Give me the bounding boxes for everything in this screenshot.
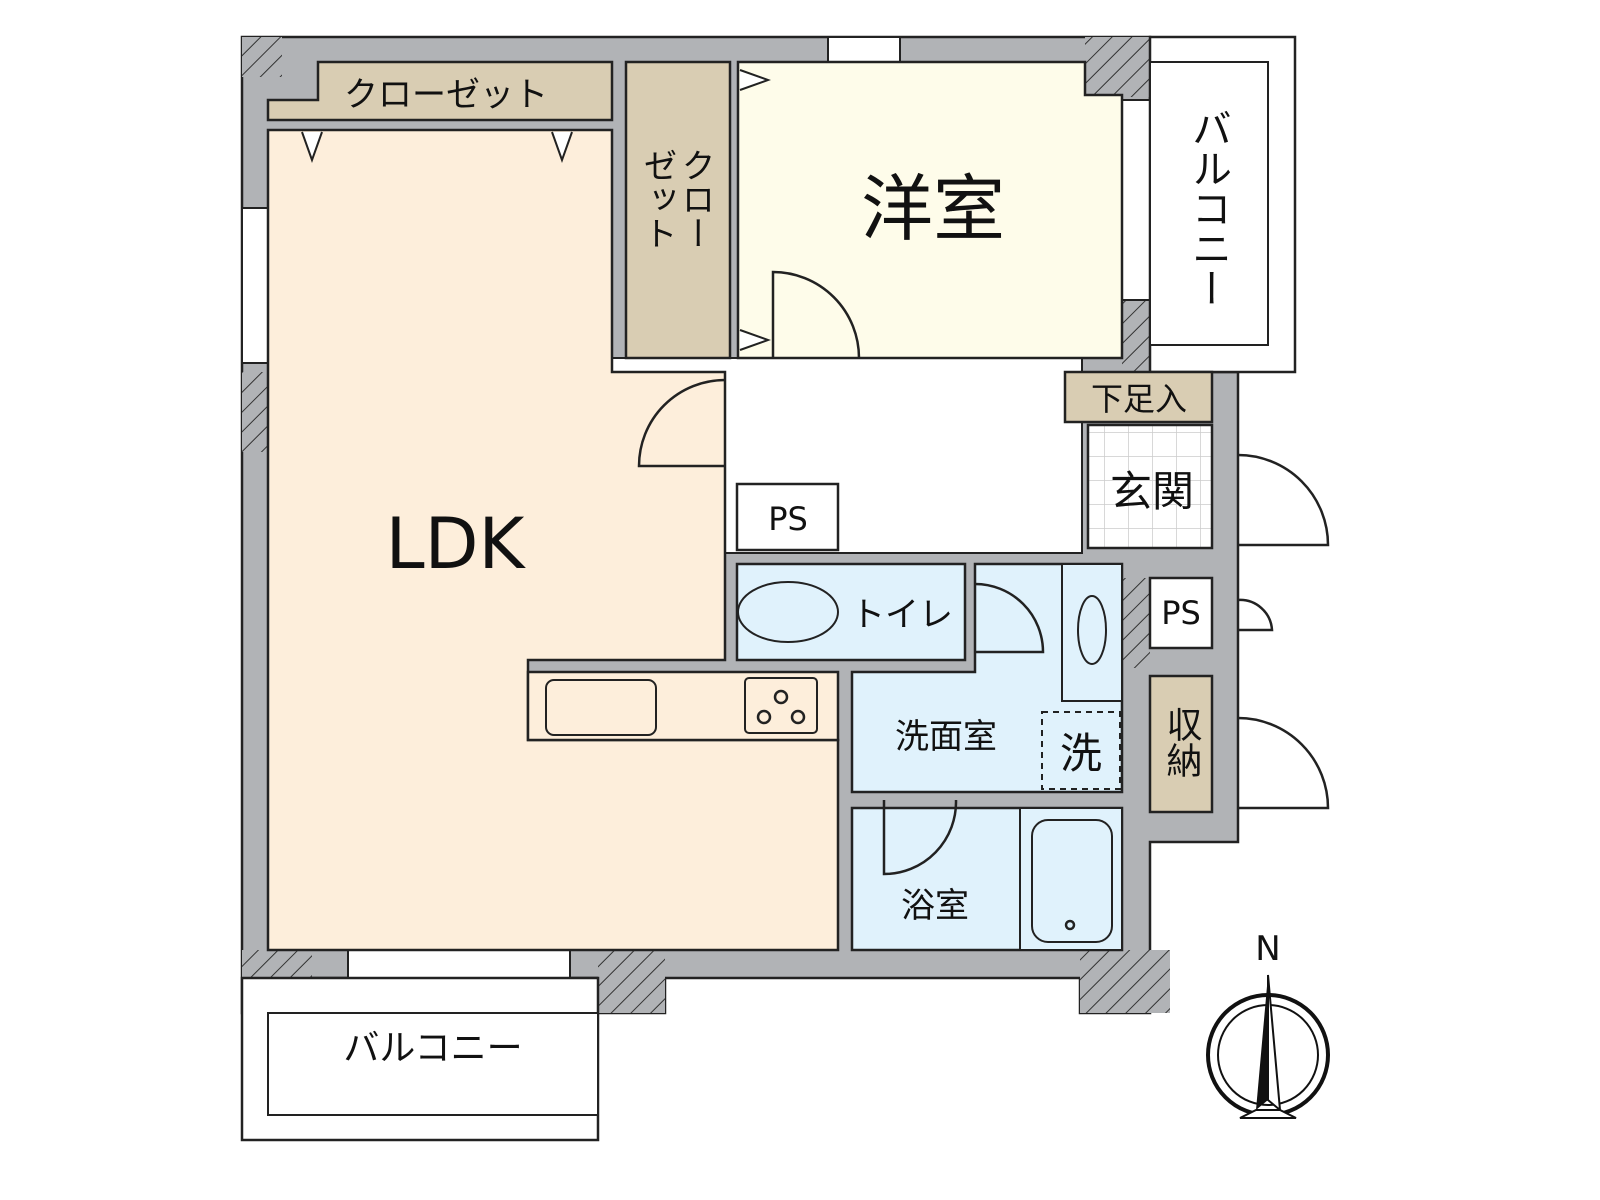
bathtub <box>1019 807 1123 951</box>
label-storage: 収納 <box>1161 706 1202 778</box>
label-entrance: 玄関 <box>1110 467 1194 516</box>
window-bottom <box>347 949 571 979</box>
door-entrance[interactable] <box>1237 453 1330 547</box>
compass-north-label: N <box>1255 929 1280 969</box>
label-western-room: 洋室 <box>861 167 1005 251</box>
washer-space <box>1041 711 1121 790</box>
basin-icon <box>1077 595 1107 665</box>
room-ldk <box>266 128 840 952</box>
toilet-bowl-icon <box>737 581 839 643</box>
wall-hatch <box>1122 578 1150 668</box>
balcony-right-inner <box>1149 61 1269 346</box>
label-closet-top: クローゼット <box>344 75 548 115</box>
sink-icon <box>545 679 657 736</box>
window-right <box>1121 99 1151 301</box>
wall-hatch <box>1085 37 1150 97</box>
burner-icon <box>756 709 772 725</box>
label-washer: 洗 <box>1060 729 1102 778</box>
door-western[interactable] <box>771 270 861 359</box>
label-balcony-bottom: バルコニー <box>343 1028 522 1069</box>
door-bathroom[interactable] <box>882 799 958 876</box>
label-toilet: トイレ <box>851 595 953 635</box>
ps-outer-box <box>1148 576 1214 650</box>
wall-hatch <box>1080 950 1170 1013</box>
label-ps-hall: PS <box>768 500 808 538</box>
wall-hatch <box>1122 300 1150 372</box>
wall-hatch <box>598 950 665 1013</box>
label-ldk: LDK <box>386 503 527 585</box>
compass-icon: N <box>1206 929 1330 1119</box>
drain-icon <box>1064 919 1076 931</box>
stove-icon <box>744 677 818 734</box>
room-western <box>736 60 1124 360</box>
window-left <box>241 207 269 364</box>
label-closet-side-1: クロー <box>675 148 715 250</box>
closet-door-marker <box>301 69 771 351</box>
label-ps-outer: PS <box>1161 594 1201 632</box>
wall-hatch <box>242 37 282 77</box>
bathtub-inner <box>1031 819 1113 943</box>
door-toilet[interactable] <box>974 582 1045 654</box>
door-ldk[interactable] <box>637 378 726 468</box>
storage-box <box>1148 674 1214 814</box>
balcony-bottom-inner <box>267 1012 599 1116</box>
label-shoe-storage: 下足入 <box>1091 380 1187 418</box>
label-balcony-right: バルコニー <box>1185 108 1231 308</box>
shoe-storage <box>1063 370 1214 424</box>
burner-icon <box>790 709 806 725</box>
door-storage[interactable] <box>1237 716 1330 810</box>
closet-side <box>624 60 732 360</box>
closet-top <box>266 60 614 122</box>
door-ps-outer[interactable] <box>1237 598 1274 632</box>
ps-hall-box <box>735 482 840 552</box>
label-bathroom: 浴室 <box>901 886 969 926</box>
window-top <box>827 36 901 63</box>
label-washroom: 洗面室 <box>895 717 997 757</box>
burner-icon <box>773 689 789 705</box>
label-closet-side-2: ゼット <box>637 148 677 250</box>
entrance-floor <box>1086 423 1214 550</box>
wall-hatch <box>242 372 268 452</box>
